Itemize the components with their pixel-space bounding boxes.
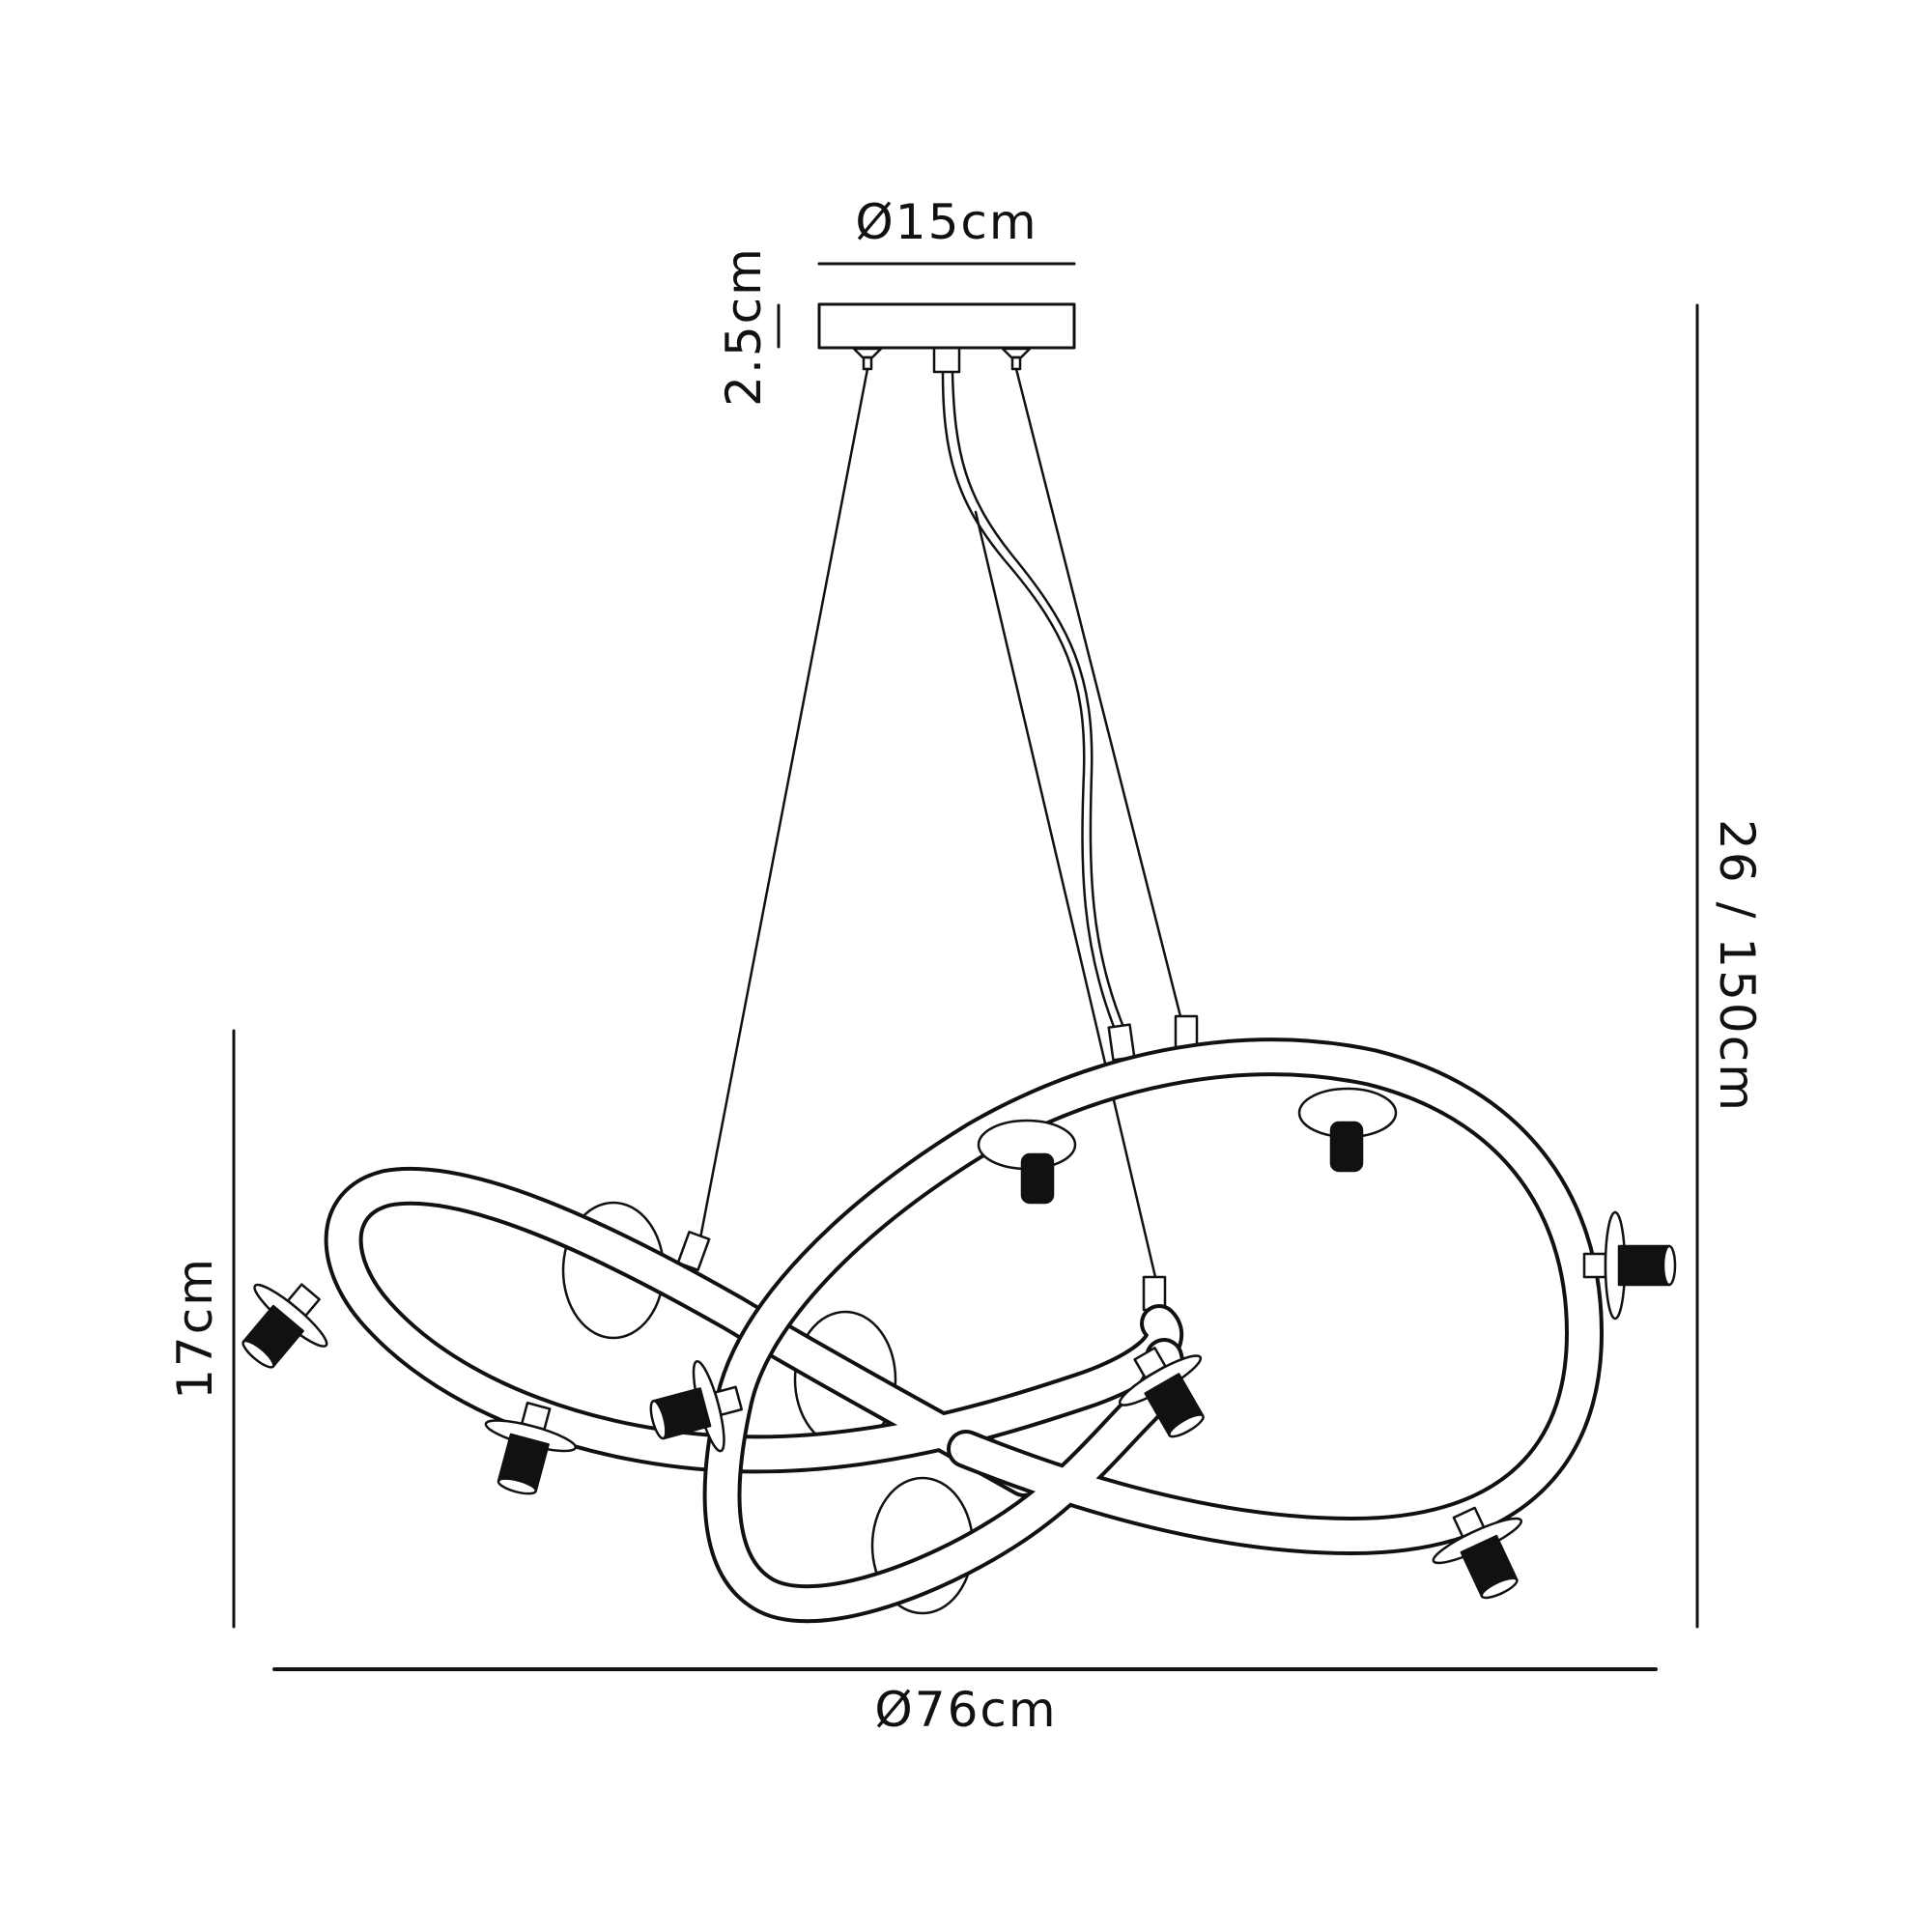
spotlights (242, 1087, 1677, 1600)
canopy-height-label: 2.5cm (716, 246, 772, 407)
canopy-diameter-label: Ø15cm (855, 194, 1038, 250)
spotlight (484, 1401, 577, 1495)
spotlight (242, 1283, 328, 1369)
fitting-height-label: 17cm (167, 1257, 223, 1400)
spotlight (1582, 1210, 1677, 1321)
ceiling-canopy (817, 302, 1076, 350)
tube-left-loop (324, 1166, 1183, 1497)
spotlight (977, 1119, 1077, 1205)
suspension-wires (697, 367, 1186, 1279)
spotlight (1297, 1087, 1398, 1173)
spotlight (1432, 1506, 1523, 1600)
power-cable (941, 370, 1127, 1034)
canopy-fixings (852, 346, 1032, 374)
spotlight (1118, 1347, 1205, 1438)
spotlight (649, 1360, 744, 1453)
fitting-diameter-label: Ø76cm (874, 1682, 1058, 1738)
overall-height-label: 26 / 150cm (1709, 819, 1765, 1113)
